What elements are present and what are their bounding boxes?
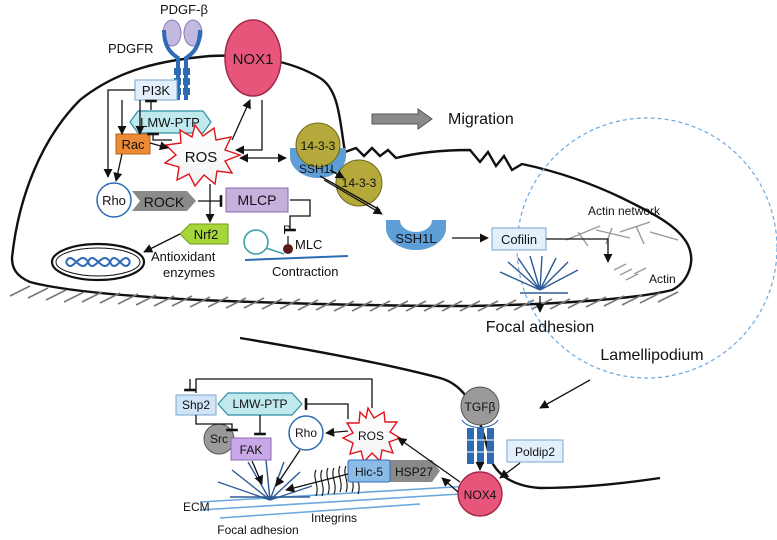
tgfb-label: TGFβ: [465, 400, 496, 414]
focal-adhesion-top-label: Focal adhesion: [486, 319, 595, 336]
nrf2-label: Nrf2: [194, 227, 219, 242]
poldip2-node: [506, 439, 564, 463]
hsp27-label: HSP27: [395, 465, 433, 479]
ecm-label: ECM: [183, 500, 210, 514]
tgfbr-stripes: [467, 439, 494, 453]
upper-connectors: [103, 89, 613, 313]
contraction-label: Contraction: [272, 264, 338, 279]
lmw-ptp-bottom-label: LMW-PTP: [232, 397, 287, 411]
rock-node: [132, 191, 196, 211]
focal-adhesion-bottom-icon: [217, 459, 313, 501]
substrate-hatching: [9, 285, 679, 312]
ecm-lines: [199, 485, 471, 519]
pdgf-beta-label: PDGF-β: [160, 2, 208, 17]
tgfb-receptor-cup: [461, 419, 499, 429]
lmw-ptp-bottom-node: [217, 392, 303, 416]
antioxidant-label: Antioxidant: [151, 249, 216, 264]
nucleus-inner: [55, 247, 141, 277]
nox4-node: [457, 471, 503, 517]
actin-label: Actin: [649, 272, 676, 286]
lower-arrow-lamellipodium: [539, 379, 591, 409]
fak-label: FAK: [240, 443, 263, 457]
hic5-label: Hic-5: [355, 465, 383, 479]
poldip2-label: Poldip2: [515, 445, 555, 459]
lower-cell-membrane: [239, 336, 661, 490]
actin-filament: [244, 255, 349, 261]
pdgfr-label: PDGFR: [108, 41, 154, 56]
lmw-ptp-top-label: LMW-PTP: [140, 115, 200, 130]
rac-label: Rac: [121, 137, 145, 152]
hsp27-node: [376, 460, 440, 482]
hic5-node: [347, 459, 391, 483]
actin-fragments-icon: [613, 263, 647, 281]
enzymes-label: enzymes: [163, 265, 216, 280]
src-label: Src: [210, 432, 228, 446]
lamellipodium-circle: [516, 117, 777, 379]
pdgfr-receptor: [162, 29, 202, 100]
mlc-dot: [283, 244, 293, 254]
ros-bottom-burst: [341, 406, 402, 464]
shp2-label: Shp2: [182, 398, 210, 412]
rho-bottom-label: Rho: [295, 426, 317, 440]
tgfb-node: [460, 386, 500, 426]
focal-adhesion-bottom-label: Focal adhesion: [217, 523, 298, 537]
ssh1l-b-node: [386, 220, 446, 250]
actin-network-label: Actin network: [588, 204, 661, 218]
p1433-b-label: 14-3-3: [342, 176, 377, 190]
migration-label: Migration: [448, 111, 514, 128]
ros-top-burst: [163, 123, 243, 188]
actin-network-icon: [565, 221, 679, 247]
p1433-a-node: [295, 122, 341, 168]
mlcp-label: MLCP: [238, 192, 277, 208]
pi3k-label: PI3K: [142, 83, 171, 98]
nox1-node: [224, 19, 282, 97]
lower-connectors: [184, 378, 521, 493]
migration-arrow-icon: [371, 108, 433, 130]
fak-node: [230, 437, 272, 461]
dna-icon: [65, 257, 131, 267]
rock-label: ROCK: [144, 194, 185, 210]
nox1-label: NOX1: [233, 51, 274, 68]
myosin-neck: [265, 247, 285, 255]
rho-top-label: Rho: [102, 193, 126, 208]
mlc-label: MLC: [295, 237, 322, 252]
focal-adhesion-top-icon: [499, 255, 579, 294]
cell-membrane: [10, 54, 693, 308]
mlcp-node: [225, 187, 289, 213]
myosin-head: [243, 229, 269, 255]
nox4-label: NOX4: [464, 488, 497, 502]
ssh1l-b-label: SSH1L: [395, 231, 436, 246]
ros-top-label: ROS: [185, 149, 218, 166]
integrins-label: Integrins: [311, 511, 357, 525]
rho-top-node: [96, 182, 132, 218]
cofilin-label: Cofilin: [501, 232, 537, 247]
pdgf-ligand: [162, 19, 203, 47]
rho-bottom-node: [288, 415, 324, 451]
tgfbr-bars: [467, 428, 494, 464]
nucleus: [50, 242, 146, 282]
ssh1l-a-label: SSH1L: [299, 162, 337, 176]
nrf2-node: [179, 223, 229, 245]
rac-node: [115, 133, 151, 155]
ros-bottom-label: ROS: [358, 429, 384, 443]
p1433-a-label: 14-3-3: [301, 139, 336, 153]
lamellipodium-label: Lamellipodium: [600, 347, 703, 364]
